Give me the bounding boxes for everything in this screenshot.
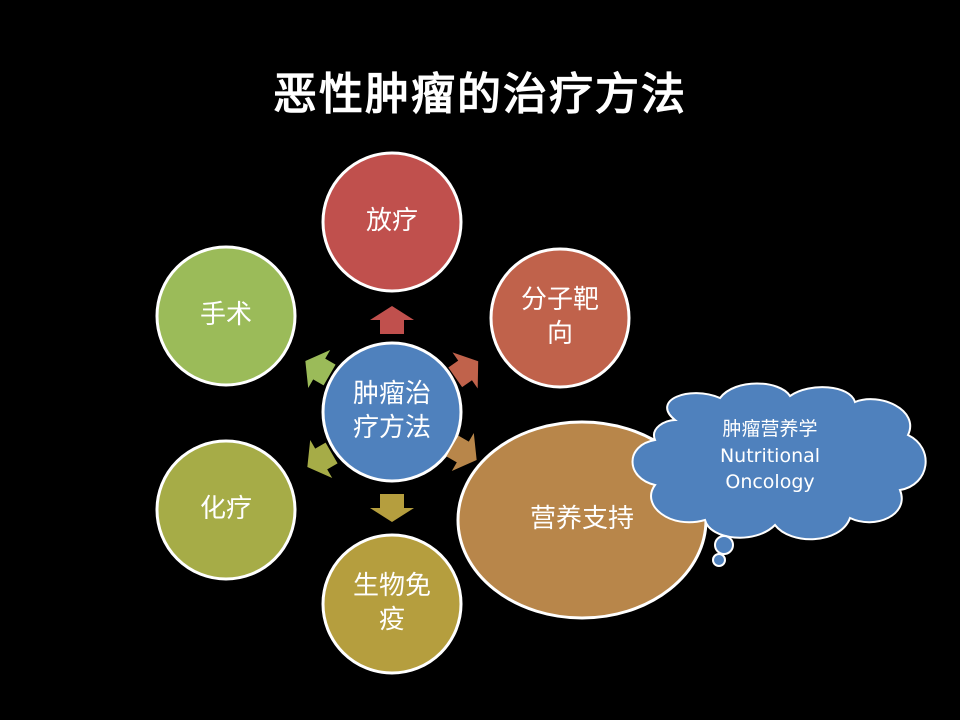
callout-line-1: 肿瘤营养学 — [722, 418, 818, 440]
arrow-down — [370, 494, 414, 522]
label-center: 肿瘤治疗方法 — [352, 379, 431, 443]
node-biological — [321, 533, 463, 675]
arrow-up — [370, 306, 414, 334]
arrow-down-right — [446, 432, 477, 472]
node-chemotherapy — [155, 439, 297, 581]
label-targeted: 分子靶向 — [520, 285, 599, 349]
label-radiotherapy: 放疗 — [365, 206, 418, 237]
node-targeted — [489, 247, 631, 389]
callout-line-3: Oncology — [725, 471, 815, 494]
label-nutrition: 营养支持 — [529, 504, 634, 535]
slide-title: 恶性肿瘤的治疗方法 — [273, 69, 687, 120]
callout-text: 肿瘤营养学 Nutritional Oncology — [650, 416, 890, 496]
label-chemotherapy: 化疗 — [199, 494, 252, 525]
label-biological: 生物免疫 — [352, 571, 431, 635]
node-radiotherapy — [321, 151, 463, 293]
node-center — [321, 341, 463, 483]
arrow-up-left — [305, 349, 336, 389]
node-surgery — [155, 245, 297, 387]
thought-cloud-callout — [631, 382, 927, 567]
arrow-up-right — [448, 352, 479, 389]
callout-line-2: Nutritional — [719, 444, 821, 467]
arrow-down-left — [307, 439, 338, 479]
label-surgery: 手术 — [199, 300, 252, 331]
